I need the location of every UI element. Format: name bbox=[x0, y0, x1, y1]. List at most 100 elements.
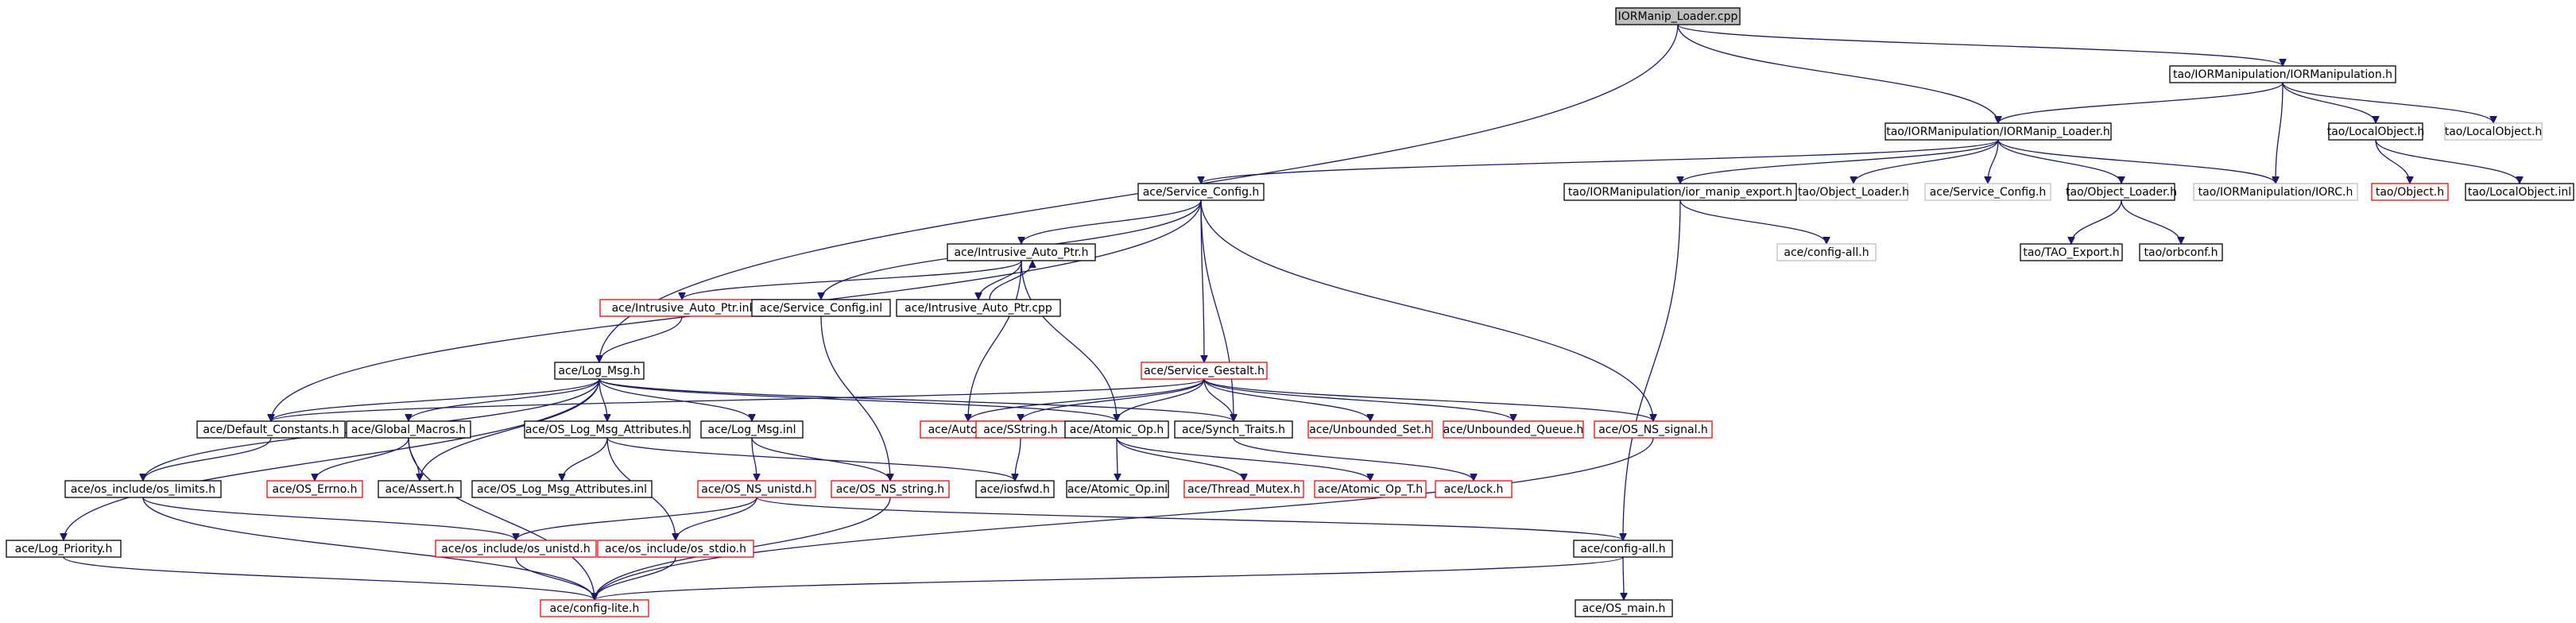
file-node-box bbox=[378, 480, 462, 498]
file-node-label: ace/OS_Log_Msg_Attributes.inl bbox=[477, 483, 647, 496]
file-node-os-ns-unistd[interactable]: ace/OS_NS_unistd.h bbox=[697, 480, 816, 498]
file-node-box bbox=[1314, 480, 1427, 498]
dependency-edge-global-macros-to-os-errno bbox=[315, 437, 409, 482]
file-node-service-config-h[interactable]: ace/Service_Config.h bbox=[1137, 183, 1265, 201]
file-node-label: ace/os_include/os_stdio.h bbox=[605, 543, 746, 555]
file-node-box bbox=[524, 420, 691, 439]
file-node-iorc-ext: tao/IORManipulation/IORC.h bbox=[2193, 183, 2358, 201]
file-node-box bbox=[2444, 122, 2543, 141]
dependency-edges bbox=[64, 24, 2520, 601]
file-node-log-priority[interactable]: ace/Log_Priority.h bbox=[6, 540, 122, 558]
file-node-box bbox=[1183, 480, 1304, 498]
file-node-box bbox=[1799, 183, 1908, 201]
dependency-edge-atomic-op-h-to-atomic-op-inl bbox=[1117, 437, 1118, 481]
file-node-iormanip-loader-h[interactable]: tao/IORManipulation/IORManip_Loader.h bbox=[1885, 122, 2112, 141]
dependency-edge-global-macros-to-config-lite bbox=[408, 437, 595, 600]
file-node-label: ace/Intrusive_Auto_Ptr.cpp bbox=[905, 302, 1052, 315]
file-node-intrusive-auto-ptr-cpp[interactable]: ace/Intrusive_Auto_Ptr.cpp bbox=[896, 299, 1061, 317]
file-node-unbounded-set[interactable]: ace/Unbounded_Set.h bbox=[1307, 420, 1433, 439]
file-node-iormanipulation[interactable]: tao/IORManipulation/IORManipulation.h bbox=[2169, 65, 2396, 83]
file-node-os-log-msg-attributes-h[interactable]: ace/OS_Log_Msg_Attributes.h bbox=[524, 420, 691, 439]
file-node-box bbox=[554, 362, 645, 380]
file-node-assert-h[interactable]: ace/Assert.h bbox=[378, 480, 462, 498]
file-node-config-all-h[interactable]: ace/config-all.h bbox=[1573, 540, 1673, 558]
file-node-orbconf[interactable]: tao/orbconf.h bbox=[2139, 243, 2223, 261]
file-node-label: tao/orbconf.h bbox=[2144, 246, 2218, 259]
file-node-synch-traits[interactable]: ace/Synch_Traits.h bbox=[1174, 420, 1293, 439]
file-node-log-msg-h[interactable]: ace/Log_Msg.h bbox=[554, 362, 645, 380]
file-node-service-gestalt-h[interactable]: ace/Service_Gestalt.h bbox=[1141, 362, 1268, 380]
file-node-box bbox=[1137, 183, 1265, 201]
dependency-edge-service-config-h-to-intrusive-auto-ptr-h bbox=[1021, 199, 1202, 245]
file-node-localobject-inl[interactable]: tao/LocalObject.inl bbox=[2465, 183, 2574, 201]
file-node-os-stdio[interactable]: ace/os_include/os_stdio.h bbox=[597, 540, 754, 558]
file-node-service-config-inl[interactable]: ace/Service_Config.inl bbox=[751, 299, 891, 317]
file-node-atomic-op-inl[interactable]: ace/Atomic_Op.inl bbox=[1066, 480, 1169, 498]
file-node-box bbox=[2067, 183, 2175, 201]
dependency-edge-service-gestalt-h-to-atomic-op-h bbox=[1117, 378, 1205, 422]
dependency-edge-iormanipulation-to-iorc-ext bbox=[2276, 82, 2284, 184]
file-node-label: tao/IORManipulation/IORManipulation.h bbox=[2173, 68, 2392, 81]
file-node-box bbox=[1443, 420, 1584, 439]
file-node-label: tao/Object_Loader.h bbox=[2066, 186, 2177, 199]
file-node-intrusive-auto-ptr-inl[interactable]: ace/Intrusive_Auto_Ptr.inl bbox=[599, 299, 765, 317]
file-node-label: ace/Log_Msg.h bbox=[558, 365, 640, 377]
file-node-object-h[interactable]: tao/Object.h bbox=[2371, 183, 2449, 201]
file-node-global-macros[interactable]: ace/Global_Macros.h bbox=[346, 420, 471, 439]
dependency-edge-log-msg-inl-to-os-ns-unistd bbox=[751, 437, 757, 481]
dependency-edge-intrusive-auto-ptr-h-to-auto-ptr-h bbox=[968, 260, 1022, 421]
file-node-unbounded-queue[interactable]: ace/Unbounded_Queue.h bbox=[1443, 420, 1584, 439]
file-node-atomic-op-h[interactable]: ace/Atomic_Op.h bbox=[1064, 420, 1169, 439]
file-node-iosfwd[interactable]: ace/iosfwd.h bbox=[975, 480, 1055, 498]
dependency-edge-iormanip-loader-h-to-iorc-ext bbox=[1997, 139, 2276, 184]
file-node-os-limits[interactable]: ace/os_include/os_limits.h bbox=[64, 480, 222, 498]
file-nodes: IORManip_Loader.cpp tao/IORManipulation/I… bbox=[6, 7, 2574, 617]
file-node-thread-mutex[interactable]: ace/Thread_Mutex.h bbox=[1183, 480, 1304, 498]
dependency-edge-service-gestalt-h-to-default-constants bbox=[271, 378, 1205, 422]
file-node-label: ace/Atomic_Op.inl bbox=[1067, 483, 1168, 496]
file-node-box bbox=[751, 299, 891, 317]
dependency-edge-service-config-h-to-synch-traits bbox=[1200, 199, 1234, 421]
file-node-log-msg-inl[interactable]: ace/Log_Msg.inl bbox=[700, 420, 804, 439]
file-node-label: tao/TAO_Export.h bbox=[2023, 246, 2119, 259]
dependency-edge-service-gestalt-h-to-synch-traits bbox=[1203, 378, 1234, 422]
file-node-intrusive-auto-ptr-h[interactable]: ace/Intrusive_Auto_Ptr.h bbox=[947, 243, 1096, 261]
file-node-label: tao/IORManipulation/ior_manip_export.h bbox=[1568, 186, 1792, 199]
file-node-os-unistd[interactable]: ace/os_include/os_unistd.h bbox=[435, 540, 597, 558]
file-node-lock-h[interactable]: ace/Lock.h bbox=[1435, 480, 1513, 498]
file-node-os-errno[interactable]: ace/OS_Errno.h bbox=[266, 480, 363, 498]
file-node-box bbox=[6, 540, 122, 558]
file-node-os-ns-string[interactable]: ace/OS_NS_string.h bbox=[831, 480, 950, 498]
dependency-edge-os-log-msg-attributes-h-to-os-log-msg-attributes-inl bbox=[562, 437, 608, 482]
file-node-sstring-h[interactable]: ace/SString.h bbox=[975, 420, 1066, 439]
dependency-edge-os-log-msg-attributes-h-to-iosfwd bbox=[606, 437, 1015, 482]
file-node-box bbox=[2328, 122, 2423, 141]
file-node-root[interactable]: IORManip_Loader.cpp bbox=[1615, 7, 1741, 25]
file-node-box bbox=[2465, 183, 2574, 201]
file-node-os-log-msg-attributes-inl[interactable]: ace/OS_Log_Msg_Attributes.inl bbox=[471, 480, 653, 498]
dependency-edge-service-gestalt-h-to-unbounded-set bbox=[1203, 378, 1370, 422]
file-node-os-ns-signal[interactable]: ace/OS_NS_signal.h bbox=[1594, 420, 1713, 439]
file-node-box bbox=[1594, 420, 1713, 439]
file-node-ior-manip-export[interactable]: tao/IORManipulation/ior_manip_export.h bbox=[1563, 183, 1797, 201]
dependency-edge-sstring-h-to-iosfwd bbox=[1015, 437, 1021, 481]
file-node-default-constants[interactable]: ace/Default_Constants.h bbox=[196, 420, 346, 439]
file-node-box bbox=[540, 599, 649, 617]
file-node-object-loader-h[interactable]: tao/Object_Loader.h bbox=[2066, 183, 2177, 201]
dependency-edge-os-ns-unistd-to-config-all-h bbox=[756, 497, 1623, 541]
file-node-atomic-op-t[interactable]: ace/Atomic_Op_T.h bbox=[1314, 480, 1427, 498]
dependency-edge-config-all-h-to-os-main bbox=[1623, 556, 1624, 600]
file-node-os-main[interactable]: ace/OS_main.h bbox=[1575, 599, 1673, 617]
file-node-box bbox=[1141, 362, 1268, 380]
dependency-edge-ior-manip-export-to-config-all-ext bbox=[1679, 199, 1826, 245]
dependency-edge-log-msg-h-to-log-priority bbox=[64, 378, 600, 540]
file-node-localobject-h[interactable]: tao/LocalObject.h bbox=[2327, 122, 2425, 141]
file-node-tao-export[interactable]: tao/TAO_Export.h bbox=[2020, 243, 2123, 261]
file-node-label: ace/Unbounded_Queue.h bbox=[1443, 424, 1584, 436]
file-node-label: IORManip_Loader.cpp bbox=[1618, 10, 1738, 23]
dependency-edge-ior-manip-export-to-config-all-h bbox=[1623, 199, 1681, 540]
file-node-config-lite[interactable]: ace/config-lite.h bbox=[540, 599, 649, 617]
dependency-edge-log-msg-h-to-os-log-msg-attributes-h bbox=[598, 378, 607, 421]
file-node-box bbox=[1307, 420, 1433, 439]
file-node-label: ace/OS_Log_Msg_Attributes.h bbox=[525, 424, 689, 436]
